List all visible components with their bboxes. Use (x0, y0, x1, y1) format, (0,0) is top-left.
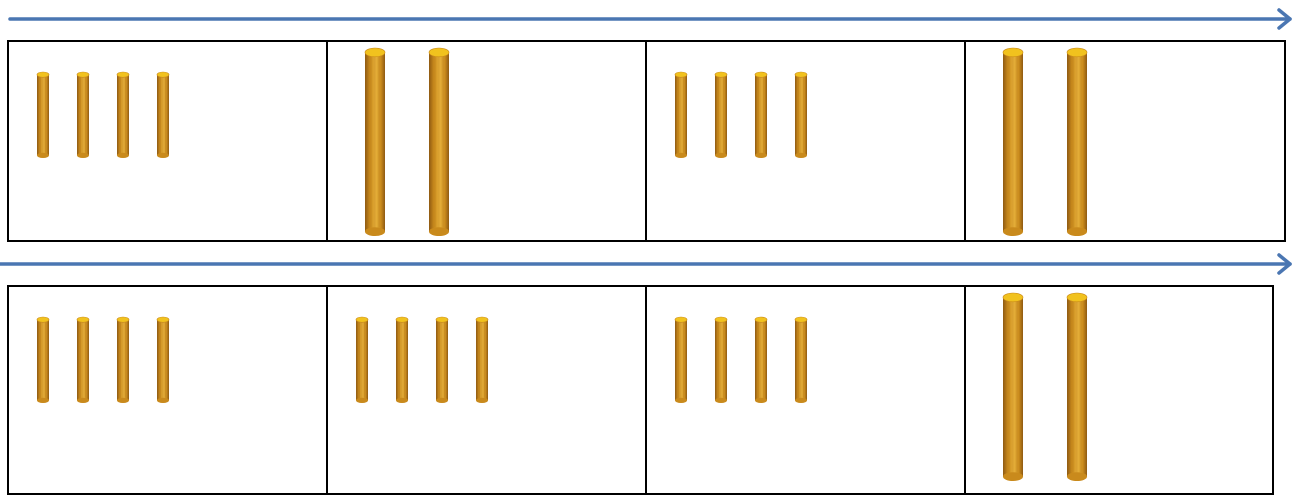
short-rod-icon (396, 317, 408, 403)
short-rod-icon (117, 317, 129, 403)
short-rod-icon (77, 317, 89, 403)
rod-cell (328, 42, 647, 240)
rod-cell (9, 287, 328, 493)
short-rod-icon (795, 317, 807, 403)
rod-cell (966, 287, 1272, 493)
rod-cell (9, 42, 328, 240)
long-rod-icon (1067, 48, 1087, 236)
short-rod-icon (476, 317, 488, 403)
arrow-right-icon (0, 8, 1293, 32)
short-rod-icon (77, 72, 89, 158)
rod-cell (328, 287, 647, 493)
short-rod-icon (117, 72, 129, 158)
short-rod-icon (675, 317, 687, 403)
rod-table-row-1 (7, 40, 1286, 242)
rod-cell (966, 42, 1284, 240)
rod-cell (647, 287, 966, 493)
short-rod-icon (715, 317, 727, 403)
short-rod-icon (356, 317, 368, 403)
short-rod-icon (37, 317, 49, 403)
short-rod-icon (755, 317, 767, 403)
short-rod-icon (795, 72, 807, 158)
long-rod-icon (1067, 293, 1087, 481)
rod-table-row-2 (7, 285, 1274, 495)
long-rod-icon (429, 48, 449, 236)
long-rod-icon (1003, 293, 1023, 481)
short-rod-icon (675, 72, 687, 158)
long-rod-icon (1003, 48, 1023, 236)
short-rod-icon (157, 72, 169, 158)
arrow-right-icon (0, 253, 1293, 277)
long-rod-icon (365, 48, 385, 236)
short-rod-icon (37, 72, 49, 158)
short-rod-icon (715, 72, 727, 158)
rod-cell (647, 42, 966, 240)
short-rod-icon (436, 317, 448, 403)
short-rod-icon (157, 317, 169, 403)
short-rod-icon (755, 72, 767, 158)
